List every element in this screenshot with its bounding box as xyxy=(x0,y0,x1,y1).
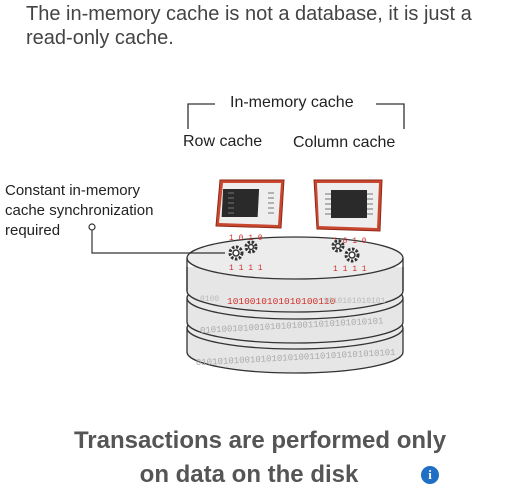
row-sync-bits-top: 1 0 1 0 xyxy=(229,234,263,243)
column-cache-chip xyxy=(313,179,383,232)
column-sync-bits-top: 1 0 1 0 xyxy=(333,237,367,246)
sync-label-line-2: cache synchronization xyxy=(5,202,154,219)
sync-label: Constant in-memory cache synchronization… xyxy=(5,181,153,241)
row-sync-gears-icon xyxy=(228,240,258,261)
intro-line-1: The in-memory cache is not a database, i… xyxy=(26,3,472,25)
row-sync-bits-bottom: 1 1 1 1 xyxy=(229,264,263,273)
disk-top-surface xyxy=(186,236,404,280)
intro-text: The in-memory cache is not a database, i… xyxy=(26,2,520,50)
row-cache-chip xyxy=(215,179,285,229)
column-sync-bits-bottom: 1 1 1 1 xyxy=(333,265,367,274)
in-memory-cache-label: In-memory cache xyxy=(226,94,358,112)
info-icon[interactable]: i xyxy=(421,466,439,484)
intro-line-2: read-only cache. xyxy=(26,27,174,49)
disk-bits-row-1-right: 1010101010101 xyxy=(323,297,386,306)
caption-line-2: on data on the disk xyxy=(139,461,359,488)
disk-bits-row-1-left: 0100 xyxy=(200,295,219,304)
disk-bits-row-1: 1010010101010100110 xyxy=(227,296,336,307)
caption-line-1: Transactions are performed only xyxy=(73,427,447,454)
sync-connector xyxy=(88,223,225,254)
row-cache-label: Row cache xyxy=(183,133,263,150)
sync-label-line-3: required xyxy=(5,222,61,239)
column-sync-gears-icon xyxy=(331,239,360,263)
column-cache-label: Column cache xyxy=(293,134,396,151)
disk-stack xyxy=(186,236,404,374)
sync-label-line-1: Constant in-memory xyxy=(5,182,141,199)
in-memory-bracket xyxy=(187,103,405,129)
